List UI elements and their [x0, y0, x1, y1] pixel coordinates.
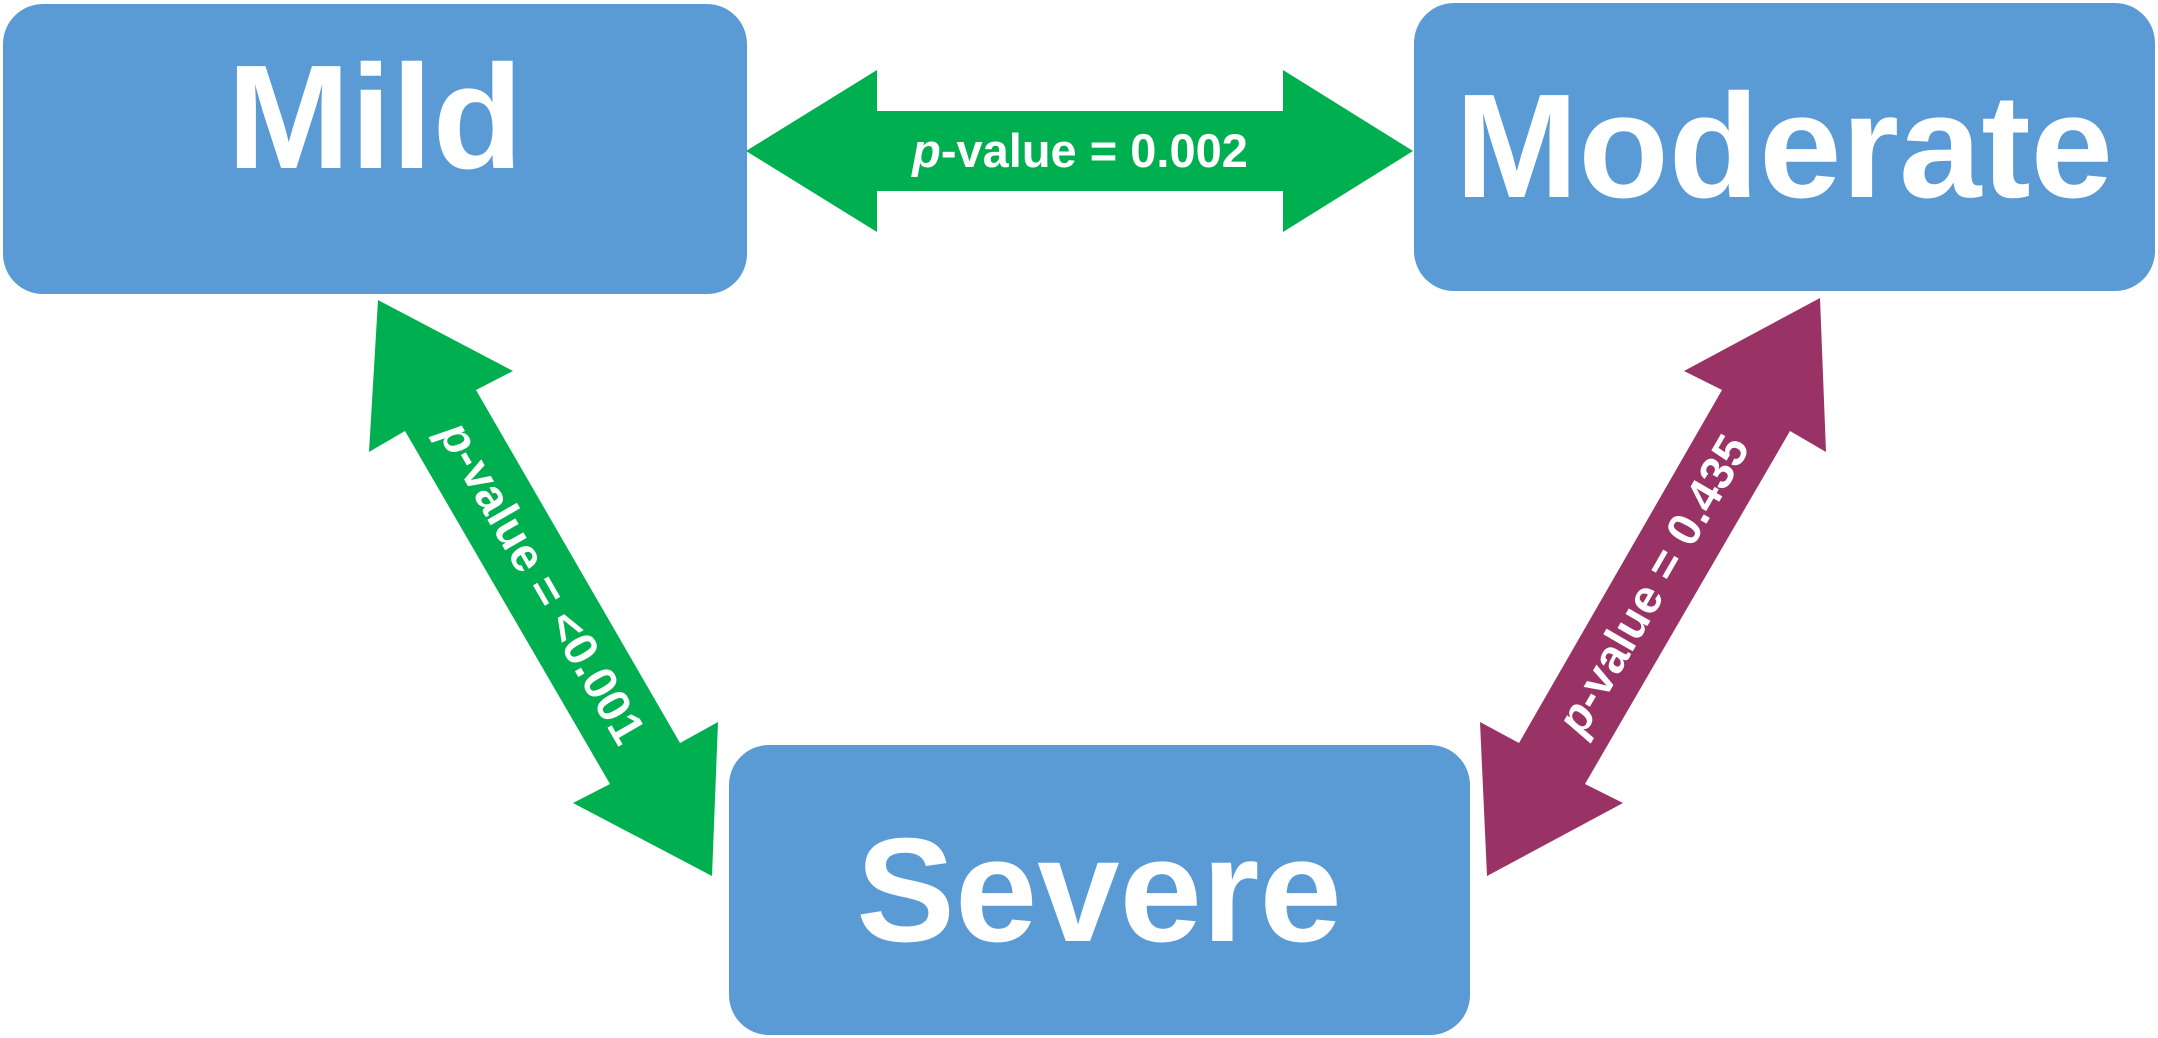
double-arrow-mild-moderate [746, 70, 1413, 232]
p-value-text: -value = 0.002 [941, 124, 1248, 177]
edge-label-moderate-severe: p-value = 0.435 [1545, 426, 1760, 745]
edge-label-mild-moderate: p-value = 0.002 [910, 124, 1248, 177]
node-severe: Severe [729, 745, 1470, 1035]
node-severe-label: Severe [856, 808, 1342, 973]
edge-mild-moderate: p-value = 0.002 [746, 70, 1413, 232]
p-value-text: -value = 0.435 [1560, 426, 1759, 718]
edge-mild-severe: p-value = <0.001 [369, 300, 718, 876]
node-mild-label: Mild [227, 35, 523, 200]
p-value-text: -value = <0.001 [443, 437, 656, 753]
edge-label-mild-severe: p-value = <0.001 [428, 410, 656, 753]
node-mild-box [3, 4, 747, 294]
double-arrow-mild-severe [369, 300, 718, 876]
double-arrow-moderate-severe [1480, 298, 1826, 876]
node-mild: Mild [3, 4, 747, 294]
node-moderate-box [1414, 3, 2155, 291]
p-symbol: p [910, 124, 941, 177]
node-moderate-label: Moderate [1455, 64, 2113, 229]
node-moderate: Moderate [1414, 3, 2155, 291]
edge-moderate-severe: p-value = 0.435 [1480, 298, 1826, 876]
node-severe-box [729, 745, 1470, 1035]
